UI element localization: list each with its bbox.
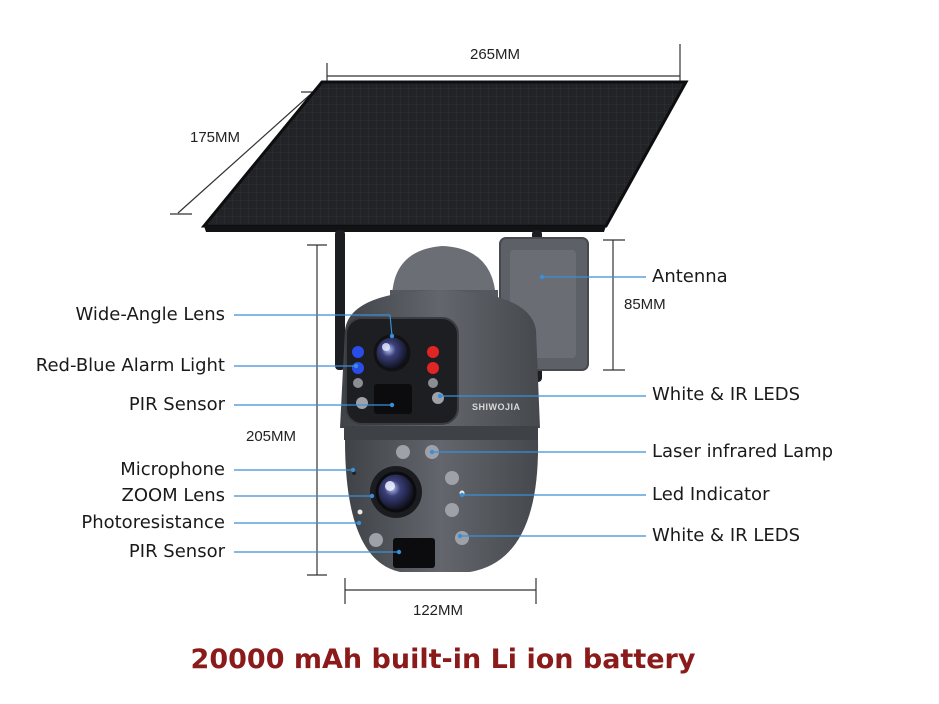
brand-logo-text: SHIWOJIA — [472, 402, 521, 412]
label-microphone: Microphone — [120, 459, 225, 480]
camera-upper-body — [340, 290, 540, 428]
battery-caption: 20000 mAh built-in Li ion battery — [190, 644, 696, 675]
dimension-lines — [170, 44, 681, 604]
label-antenna: Antenna — [652, 266, 728, 287]
leader-lines — [234, 276, 646, 553]
label-zoom-lens: ZOOM Lens — [121, 485, 226, 506]
label-red-blue-alarm-light: Red-Blue Alarm Light — [35, 355, 225, 376]
label-laser-infrared-lamp: Laser infrared Lamp — [652, 441, 834, 462]
label-white-ir-leds-lower: White & IR LEDS — [652, 525, 801, 546]
dim-antenna-height: 85MM — [624, 296, 666, 313]
label-white-ir-leds-upper: White & IR LEDS — [652, 384, 801, 405]
dim-width: 265MM — [470, 46, 521, 63]
label-pir-sensor-upper: PIR Sensor — [128, 394, 225, 415]
label-led-indicator: Led Indicator — [652, 484, 770, 505]
camera-neck — [344, 426, 538, 440]
dim-camera-width: 122MM — [413, 602, 464, 619]
dim-depth: 175MM — [190, 129, 241, 146]
antenna-left — [335, 230, 345, 370]
label-pir-sensor-lower: PIR Sensor — [128, 541, 225, 562]
dim-camera-height: 205MM — [246, 428, 297, 445]
camera-lower-ball — [345, 440, 539, 572]
leader-dots — [350, 274, 545, 555]
label-photoresistance: Photoresistance — [81, 512, 225, 533]
label-wide-angle-lens: Wide-Angle Lens — [75, 304, 225, 325]
solar-panel — [200, 80, 689, 232]
